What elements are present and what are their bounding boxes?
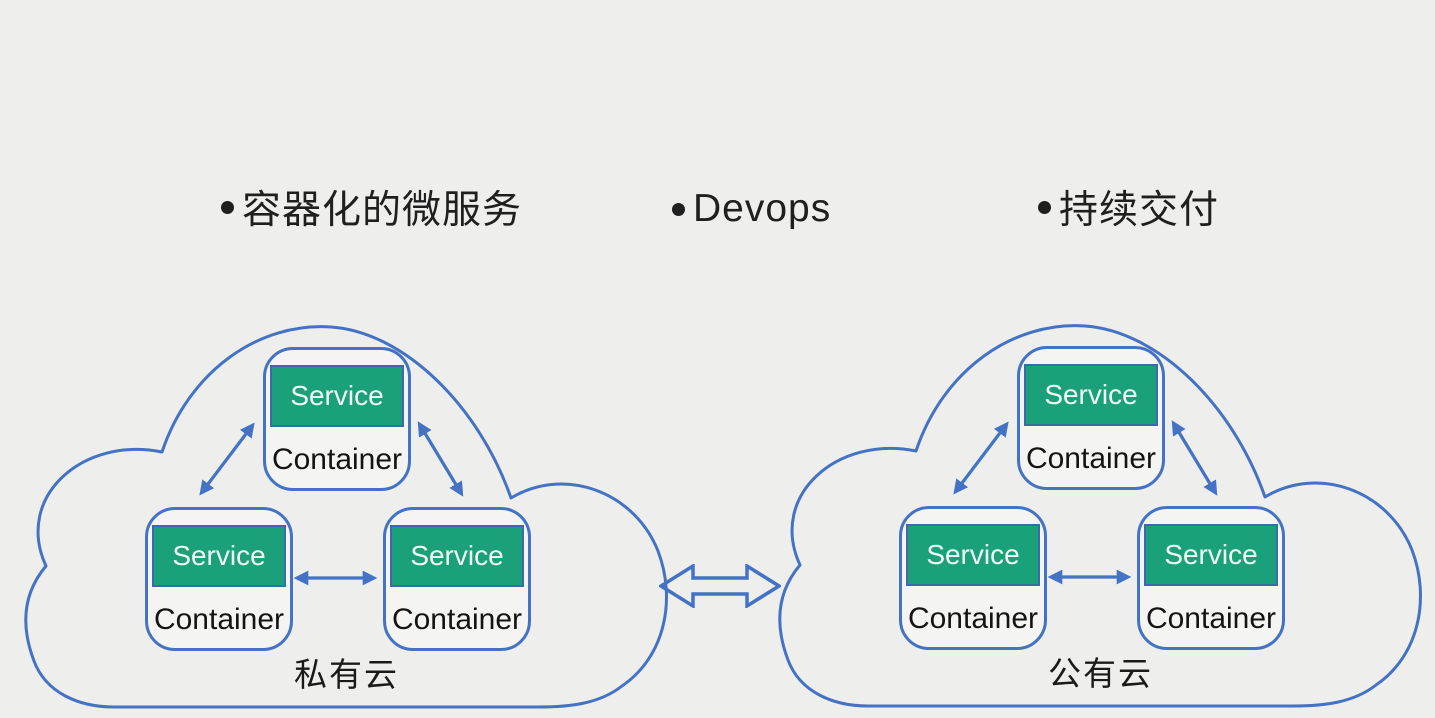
double-arrow-icon [659, 564, 781, 608]
public-cloud-group: Service Container Service Container Serv… [778, 324, 1423, 709]
service-box: Service [270, 365, 404, 427]
private-cloud-group: Service Container Service Container Serv… [24, 325, 669, 710]
cloud-label-private: 私有云 [294, 656, 399, 693]
container-label: Container [271, 443, 403, 476]
bullet-dot-icon [672, 202, 685, 216]
service-box: Service [152, 525, 286, 587]
bullet-item-microservices: 容器化的微服务 [221, 183, 522, 232]
service-box: Service [390, 525, 524, 587]
service-box: Service [906, 524, 1040, 586]
container-label: Container [907, 602, 1039, 635]
bullet-label: 持续交付 [1059, 189, 1220, 232]
bullet-dot-icon [1038, 200, 1051, 214]
container-label: Container [153, 603, 285, 636]
container-label: Container [1145, 602, 1277, 635]
bullet-dot-icon [221, 200, 234, 214]
link-arrow-top-right [1171, 420, 1218, 496]
container-node: Service Container [899, 506, 1047, 650]
cloud-label-public: 公有云 [1048, 655, 1153, 692]
bullet-label: Devops [693, 187, 832, 230]
bullet-label: 容器化的微服务 [242, 189, 523, 232]
container-label: Container [1025, 442, 1157, 475]
container-node: Service Container [145, 507, 293, 651]
bullet-item-devops: Devops [672, 185, 831, 233]
container-node: Service Container [263, 347, 411, 491]
container-node: Service Container [1137, 506, 1285, 650]
service-box: Service [1024, 364, 1158, 426]
link-arrow-top-right [417, 421, 464, 497]
link-arrow-top-left [199, 422, 255, 496]
container-label: Container [391, 603, 523, 636]
service-box: Service [1144, 524, 1278, 586]
bullet-item-continuous-delivery: 持续交付 [1038, 183, 1219, 232]
link-arrow-top-left [953, 421, 1009, 495]
container-node: Service Container [383, 507, 531, 651]
container-node: Service Container [1017, 346, 1165, 490]
